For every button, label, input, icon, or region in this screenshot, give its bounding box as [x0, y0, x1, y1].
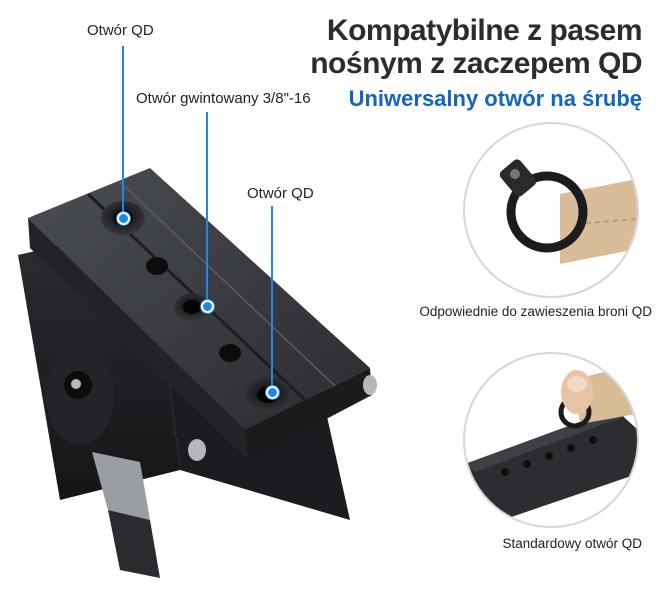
- standard-qd-image: [465, 364, 637, 526]
- callout-qd-hole-right: Otwór QD: [247, 185, 314, 202]
- headline-line-2: nośnym z zaczepem QD: [310, 47, 642, 80]
- callout-dot-qd-right: [266, 386, 279, 399]
- standard-caption: Standardowy otwór QD: [502, 536, 642, 551]
- callout-line-qd-top: [122, 46, 124, 218]
- standard-qd-inset: [463, 352, 639, 528]
- subheadline: Uniwersalny otwór na śrubę: [348, 86, 642, 111]
- sling-swivel-image: [499, 159, 637, 264]
- callout-line-threaded: [206, 112, 208, 304]
- callout-dot-qd-top: [117, 212, 130, 225]
- callout-threaded-hole: Otwór gwintowany 3/8"-16: [136, 90, 311, 107]
- callout-qd-hole-top: Otwór QD: [87, 22, 154, 39]
- headline: Kompatybilne z pasem nośnym z zaczepem Q…: [282, 14, 642, 80]
- callout-line-qd-right: [271, 206, 273, 390]
- sling-caption: Odpowiednie do zawieszenia broni QD: [419, 304, 652, 319]
- sling-swivel-inset: [463, 122, 639, 298]
- quick-release-plate-image: [18, 168, 377, 578]
- callout-dot-threaded: [201, 300, 214, 313]
- headline-line-1: Kompatybilne z pasem: [326, 14, 643, 47]
